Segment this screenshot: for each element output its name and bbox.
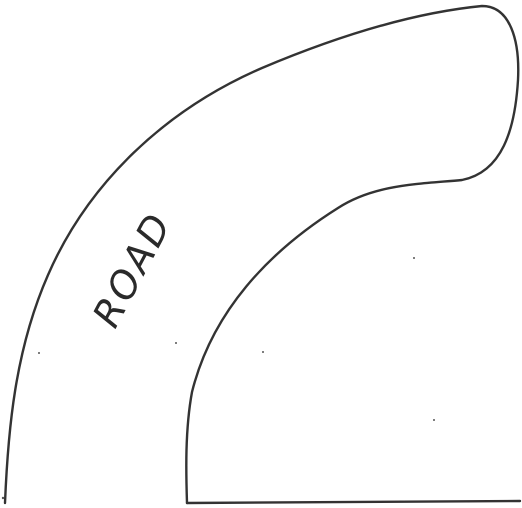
- road-label: ROAD: [84, 204, 181, 334]
- pencil-dot: [175, 342, 177, 344]
- pencil-dot: [2, 497, 4, 499]
- road-outer-edge: [5, 6, 518, 503]
- pencil-dot: [433, 419, 435, 421]
- pencil-dot: [38, 352, 40, 354]
- pencil-dot: [262, 351, 264, 353]
- pencil-dot: [413, 257, 415, 259]
- road-bottom-edge: [187, 501, 520, 503]
